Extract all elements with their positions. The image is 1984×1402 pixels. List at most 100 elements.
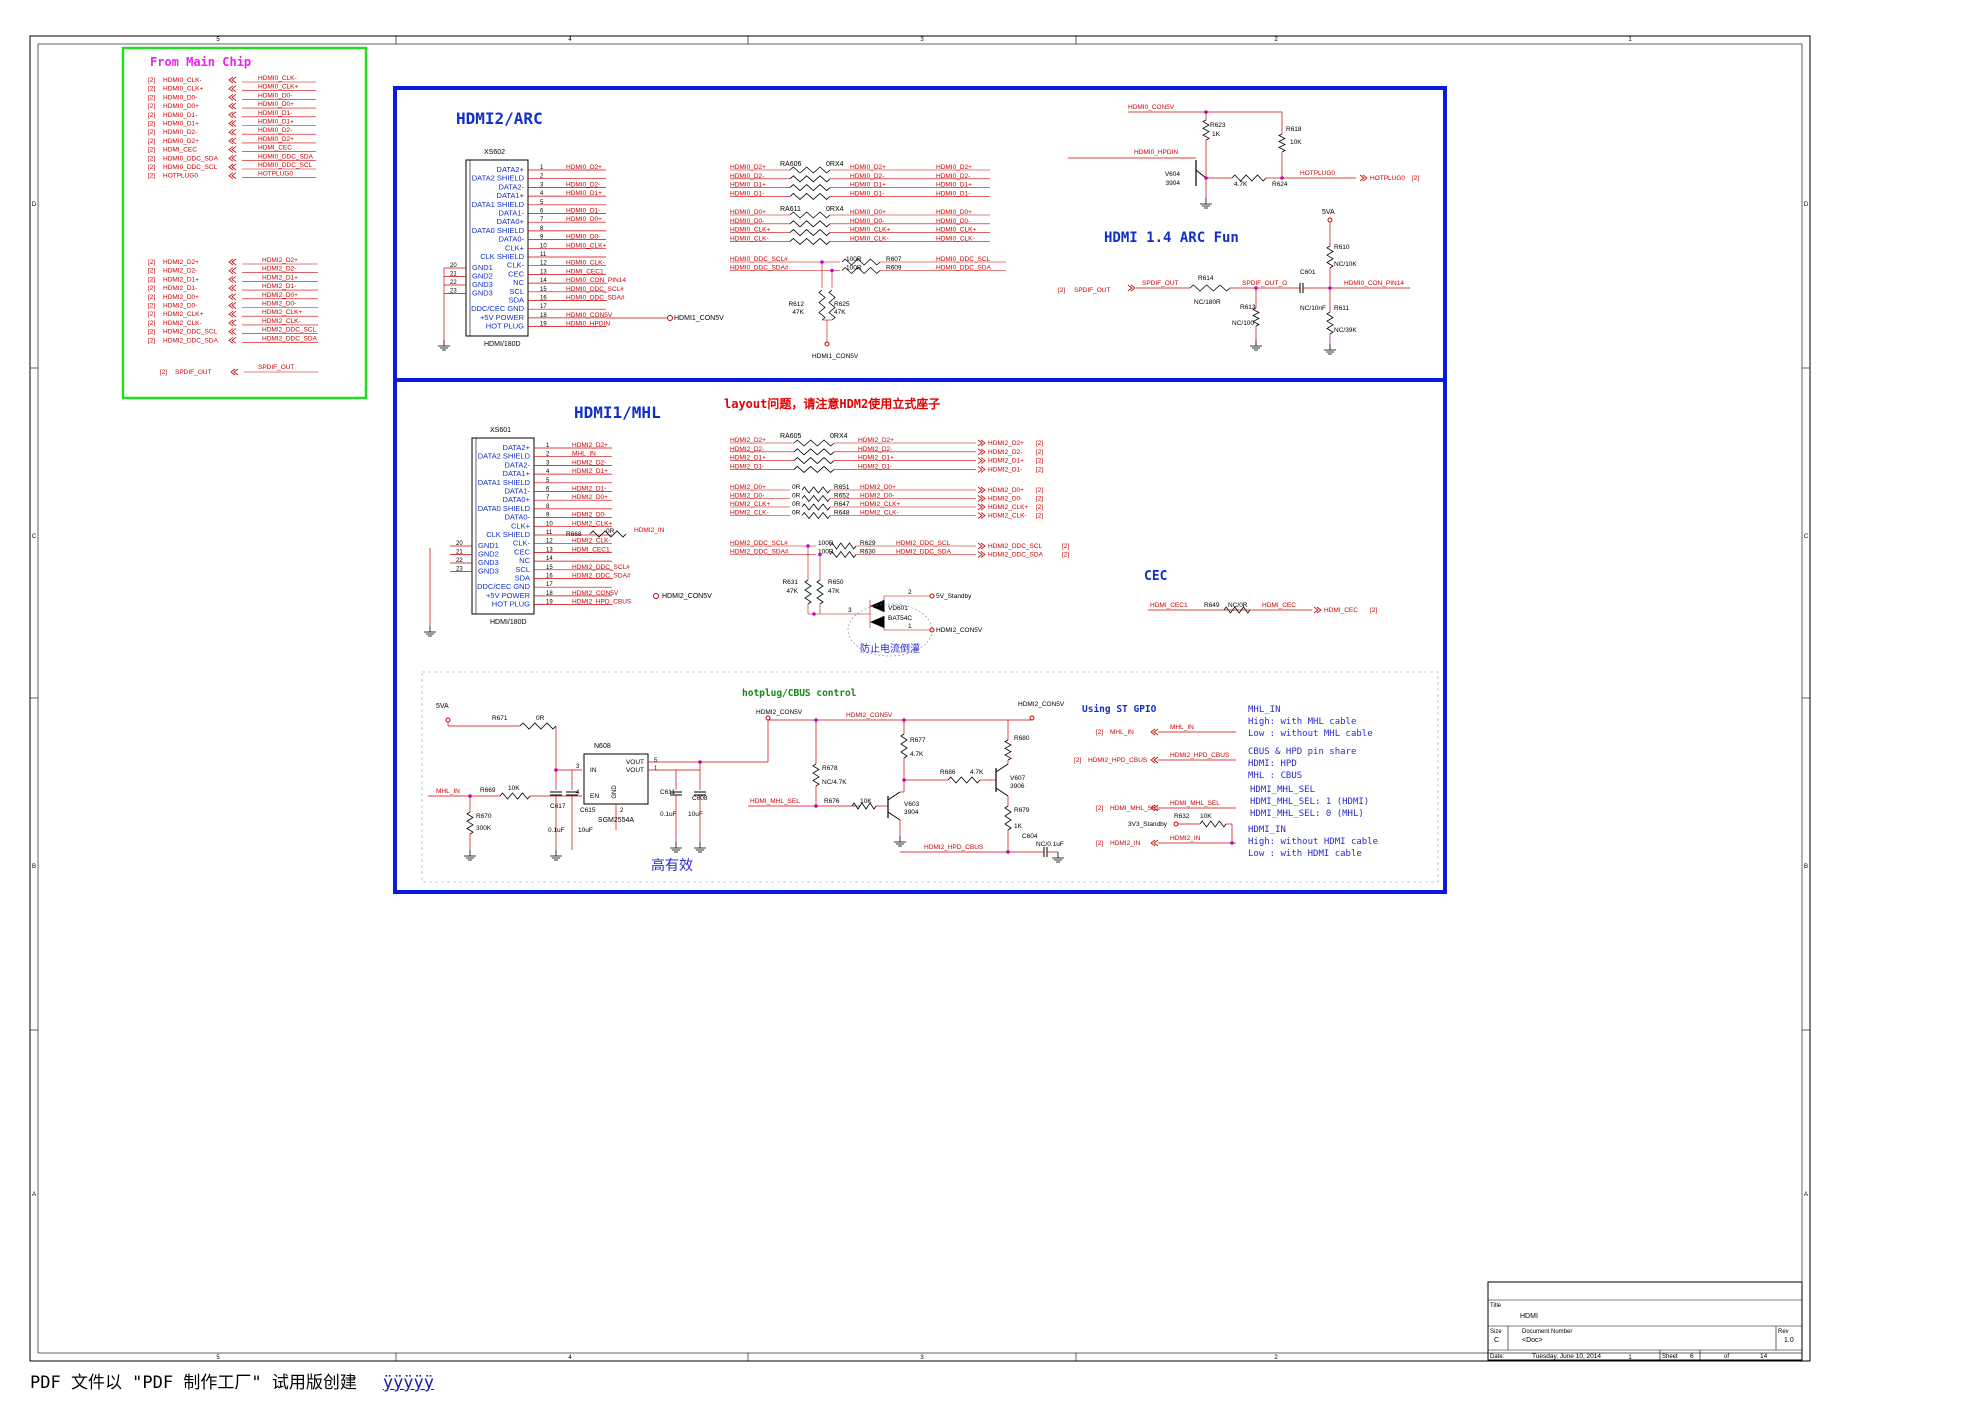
ra-port-net: HDMI2_D1+ [988,458,1024,465]
connector-gnd-num: 23 [450,289,457,295]
c611-value: 0.1uF [660,811,677,818]
footer-link[interactable]: ÿÿÿÿÿ [382,1373,435,1393]
connector-gnd-name: GND3 [472,289,493,298]
ra-out-net: HDMI2_D2+ [858,437,894,444]
connector-pin-net: HDMI2_CON5V [572,590,619,597]
connector-pin-name: CLK+ [505,243,525,252]
offpage-port-icon [228,163,237,171]
r677-ref: R677 [910,737,926,744]
pull-ref: R625 [834,301,850,308]
connector-pin-num: 12 [540,261,547,267]
ra-ref: RA611 [780,206,801,213]
r677-value: 4.7K [910,751,924,758]
ddc-port-net: HDMI2_DDC_SCL [988,543,1043,550]
connector-pin-num: 16 [546,574,553,580]
connector-pin-name: +5V POWER [486,591,531,600]
diode-note: 防止电流倒灌 [860,642,920,655]
net-label: HDMI0_D1+ [258,119,294,126]
net-label: SPDIF_OUT [175,369,212,376]
offpage-port-icon [977,439,986,447]
c617-ref: C617 [550,803,566,810]
pin14-net: HDMI0_CON_PIN14 [1344,280,1404,287]
gpio-net: HDMI_MHL_SEL [1170,800,1220,807]
net-ref: [2] [148,129,155,136]
v607-lead [995,763,1009,773]
connector-pin-name: DATA2 SHIELD [472,174,525,183]
ra-port-ref: [2] [1036,440,1043,447]
diode-net: 5V_Standby [936,593,972,600]
connector-pin-name: +5V POWER [480,313,525,322]
connector-pin-net: HDMI0_CLK+ [566,242,606,249]
zone-col-top: 3 [920,37,924,43]
net-ref: [2] [148,259,155,266]
net-label: HDMI2_DDC_SDA [262,335,318,342]
net-label: HDMI2_D2- [163,268,197,275]
connector-pin-net: HDMI0_HPDIN [566,321,610,328]
junction-dot [1230,841,1234,845]
offpage-port-icon [977,542,986,550]
r676-value: 10K [860,798,872,805]
connector-pin-num: 17 [540,304,547,310]
resistor-symbol [841,266,881,275]
gpio-net: HDMI2_HPD_CBUS [1170,752,1230,759]
r632-ref: R632 [1174,813,1190,820]
connector-pin-num: 13 [540,269,547,275]
connector-pin-num: 15 [546,565,553,571]
n608-pin-num: 3 [576,764,580,770]
title-value: HDMI [1520,1313,1538,1320]
mhl-in-net: MHL_IN [436,788,460,795]
net-ref: [2] [148,77,155,84]
n608-pin-num: 4 [576,790,580,796]
r-in-net: HDMI2_CLK+ [730,501,770,508]
gpio-note: HDMI: HPD [1248,759,1297,769]
net-label: HDMI0_D0- [163,94,197,101]
ddc-port-ref: [2] [1062,552,1069,559]
connector-gnd-num: 23 [456,567,463,573]
connector-pin-num: 15 [540,287,547,293]
hotplug-dashed-area [421,671,1439,883]
standby-label: 3V3_Standby [1128,821,1168,828]
net-ref: [2] [148,294,155,301]
r618-ref: R618 [1286,126,1302,133]
r678-ref: R678 [822,765,838,772]
ra-in-net: HDMI0_D0- [730,218,764,225]
r624-value: 4.7K [1234,181,1248,188]
r-port-ref: [2] [1036,496,1043,503]
net-ref: [2] [148,173,155,180]
ra-out-net: HDMI0_D0- [936,218,970,225]
arc-function-block: HDMI 1.4 ARC Fun5VAR610NC/10K[2]SPDIF_OU… [1058,209,1410,355]
arc-power: 5VA [1322,209,1335,216]
ra-in-net: HDMI0_CLK- [730,235,769,242]
r-ref: R651 [834,484,850,491]
net-label: HDMI2_D0+ [262,292,298,299]
net-label: HDMI0_D0+ [258,101,294,108]
connector-pin-net: HDMI0_CLK- [566,260,605,267]
ra-in-net: HDMI0_D2- [730,173,764,180]
spdif-port: SPDIF_OUT [1074,287,1111,294]
net-label: HOTPLUG0 [163,173,198,180]
net-label: HDMI2_D2- [262,266,296,273]
offpage-port-icon [228,276,237,283]
active-high-note: 高有效 [651,857,693,873]
connector-pin-name: SDA [509,296,524,305]
cec-title: CEC [1144,569,1167,584]
date-label: Date: [1490,1354,1505,1360]
connector-pin-name: SCL [515,565,530,574]
ra-out-net: HDMI2_D1- [858,463,892,470]
r676-resistor [851,802,877,810]
connector-pin-num: 7 [540,217,544,223]
connector-pin-name: DATA0 SHIELD [472,226,525,235]
connector-pin-name: CLK- [513,539,531,548]
offpage-port-icon [228,102,237,110]
pull-ref: R631 [782,579,798,586]
connector-pin-net: HDMI2_DDC_SDA# [572,573,631,580]
r-value: 0R [792,510,801,517]
test-point [667,315,673,321]
connector-pin-net: HDMI0_D0- [566,234,600,241]
pull-net-label: HDMI1_CON5V [812,353,859,360]
rev-label: Rev [1778,1329,1789,1335]
spdif-out-o-net: SPDIF_OUT_O [1242,280,1287,287]
